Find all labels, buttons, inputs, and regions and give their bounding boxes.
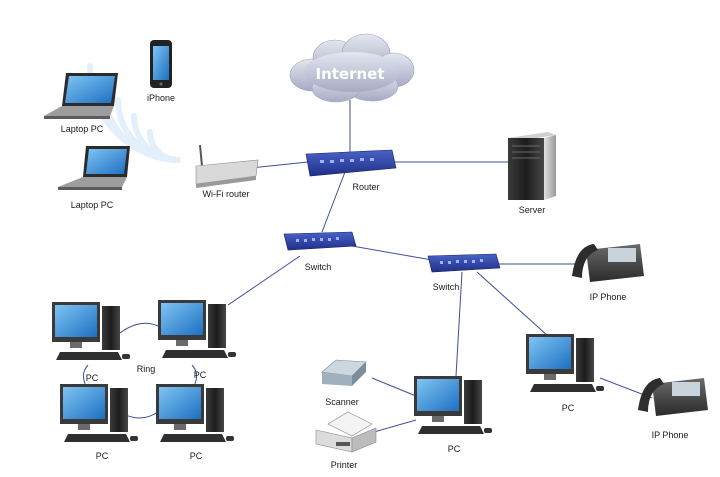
pc-ring-top-right (158, 300, 236, 358)
pc-center (414, 376, 492, 434)
iphone-label: iPhone (147, 93, 175, 103)
printer-device: Printer (315, 411, 377, 470)
ip-phone-top-label: IP Phone (590, 292, 627, 302)
router-device: Router (305, 149, 397, 192)
laptop-pc-2: Laptop PC (58, 146, 130, 210)
wifi-router-label: Wi-Fi router (203, 189, 250, 199)
wifi-router-device: Wi-Fi router (195, 144, 259, 199)
pc-ring-bottom-left (60, 384, 138, 442)
connection-lines (82, 100, 653, 433)
router-label: Router (352, 182, 379, 192)
pc-ring-bottom-right (156, 384, 234, 442)
pc-ring-top-left (52, 302, 130, 360)
ring-label: Ring (137, 364, 156, 374)
pc-right-label: PC (562, 403, 575, 413)
pc-ring-br-label: PC (190, 451, 203, 461)
laptop-pc-1: Laptop PC (44, 73, 118, 134)
scanner-label: Scanner (325, 397, 359, 407)
server-label: Server (519, 205, 546, 215)
pc-ring-bl-label: PC (96, 451, 109, 461)
iphone-device: iPhone (147, 40, 175, 103)
ip-phone-bottom-device: IP Phone (638, 378, 708, 440)
ip-phone-top-device: IP Phone (572, 244, 644, 302)
pc-ring-tl-label: PC (86, 373, 99, 383)
switch-left-device: Switch (283, 231, 357, 272)
pc-right (526, 334, 604, 392)
scanner-device: Scanner (321, 359, 367, 407)
pc-ring-tr-label: PC (194, 370, 207, 380)
switch-right-label: Switch (433, 282, 460, 292)
internet-label: Internet (315, 65, 384, 83)
switch-right-device: Switch (427, 253, 501, 292)
pc-center-label: PC (448, 444, 461, 454)
laptop-pc-2-label: Laptop PC (71, 200, 114, 210)
ip-phone-bottom-label: IP Phone (652, 430, 689, 440)
laptop-pc-1-label: Laptop PC (61, 124, 104, 134)
server-device: Server (508, 132, 556, 215)
switch-left-label: Switch (305, 262, 332, 272)
internet-cloud: Internet (289, 33, 415, 103)
printer-label: Printer (331, 460, 358, 470)
